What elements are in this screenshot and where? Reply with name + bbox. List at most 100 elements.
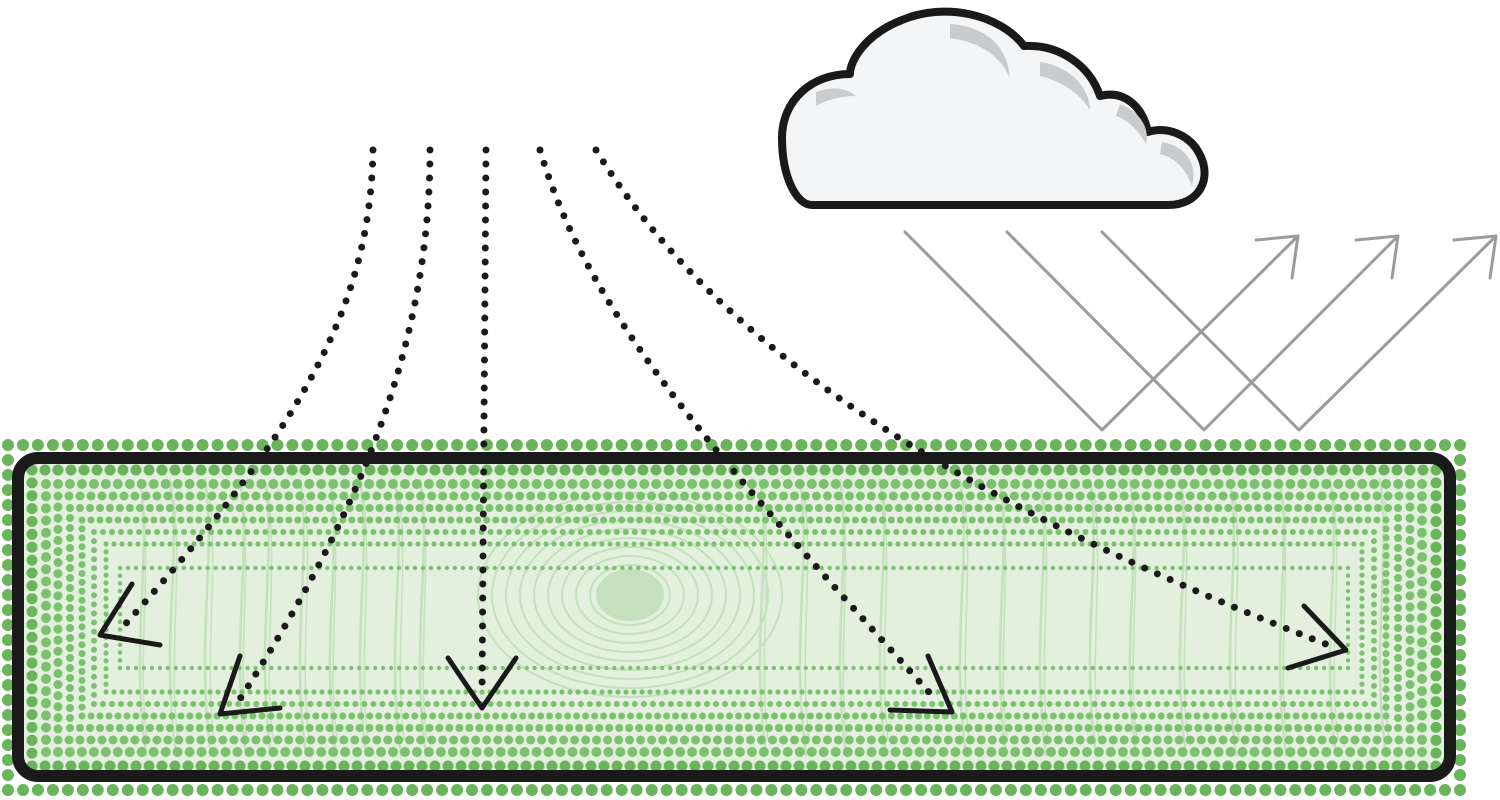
slab-dot — [41, 600, 51, 611]
slab-dot — [118, 701, 124, 707]
slab-dot — [1405, 713, 1415, 723]
slab-dot — [1169, 439, 1182, 451]
slab-dot — [1364, 712, 1372, 720]
slab-dot — [703, 689, 709, 695]
slab-dot — [832, 464, 844, 476]
slab-dot — [839, 541, 845, 547]
slab-dot — [519, 541, 525, 547]
slab-dot — [404, 665, 410, 671]
slab-dot — [1454, 574, 1466, 586]
reflection-arrow — [903, 230, 1300, 432]
slab-dot — [650, 464, 662, 476]
slab-dot — [455, 724, 464, 732]
slab-dot — [699, 516, 706, 524]
slab-dot — [237, 565, 242, 571]
slab-dot — [447, 541, 453, 547]
slab-dot — [1359, 564, 1365, 571]
slab-dot — [182, 760, 194, 772]
slab-dot — [423, 541, 429, 547]
slab-dot — [994, 565, 1000, 571]
slab-dot — [1345, 665, 1351, 671]
slab-dot — [366, 516, 374, 524]
slab-dot — [285, 516, 293, 524]
slab-dot — [702, 760, 714, 772]
slab-dot — [658, 491, 668, 501]
slab-dot — [2, 454, 14, 466]
slab-dot — [65, 760, 77, 772]
slab-dot — [1454, 754, 1466, 766]
slab-dot — [253, 665, 258, 671]
slab-dot — [111, 689, 117, 695]
slab-dot — [255, 724, 264, 732]
slab-dot — [428, 665, 434, 671]
slab-dot — [1018, 565, 1024, 571]
slab-dot — [884, 529, 891, 535]
slab-dot — [1361, 491, 1371, 501]
slab-dot — [303, 712, 311, 720]
slab-grain — [1128, 478, 1138, 757]
slab-dot — [1031, 491, 1041, 501]
slab-dot — [1345, 604, 1351, 609]
slab-dot — [136, 784, 149, 796]
slab-dot — [199, 541, 205, 547]
slab-dot — [1393, 747, 1404, 757]
slab-dot — [1382, 525, 1390, 533]
slab-dot — [867, 565, 872, 571]
slab-dot — [507, 479, 518, 489]
slab-dot — [207, 689, 213, 695]
slab-dot — [141, 735, 151, 745]
slab-dot — [339, 712, 347, 720]
slab-dot — [1201, 479, 1212, 489]
slab-dot — [546, 516, 554, 524]
slab-dot — [1207, 735, 1217, 745]
slab-dot — [276, 712, 284, 720]
slab-dot — [1261, 760, 1273, 772]
slab-dot — [1313, 565, 1319, 571]
slab-dot — [105, 504, 114, 512]
slab-dot — [596, 665, 601, 671]
slab-dot — [115, 504, 124, 512]
slab-dot — [152, 491, 162, 501]
slab-dot — [628, 665, 633, 671]
slab-dot — [507, 747, 518, 757]
slab-dot — [871, 541, 877, 547]
slab-dot — [1369, 479, 1380, 489]
slab-dot — [1094, 516, 1102, 524]
slab-dot — [1082, 529, 1089, 535]
slab-dot — [546, 464, 558, 476]
slab-dot — [645, 724, 654, 732]
slab-dot — [352, 529, 359, 535]
slab-dot — [702, 735, 711, 745]
slab-dot — [355, 724, 364, 732]
slab-dot — [504, 735, 514, 745]
slab-dot — [1371, 583, 1377, 590]
slab-dot — [1031, 689, 1037, 695]
slab-dot — [91, 464, 103, 476]
slab-dot — [135, 689, 141, 695]
slab-dot — [825, 784, 838, 796]
slab-dot — [1394, 504, 1402, 512]
slab-dot — [316, 701, 323, 707]
slab-dot — [1382, 516, 1390, 524]
slab-dot — [770, 479, 781, 489]
slab-dot — [1417, 734, 1427, 745]
slab-dot — [1244, 504, 1253, 512]
slab-dot — [1394, 514, 1402, 522]
slab-dot — [1119, 541, 1125, 547]
slab-dot — [26, 477, 38, 489]
slab-dot — [967, 541, 973, 547]
slab-dot — [78, 632, 86, 640]
slab-dot — [1235, 464, 1247, 476]
slab-dot — [195, 516, 203, 524]
slab-dot — [1229, 735, 1239, 745]
slab-dot — [934, 504, 943, 512]
slab-dot — [623, 541, 629, 547]
slab-grain — [1094, 499, 1100, 741]
slab-dot — [221, 760, 233, 772]
slab-dot — [103, 549, 109, 555]
slab-dot — [819, 665, 824, 671]
slab-dot — [427, 735, 437, 745]
slab-dot — [143, 464, 155, 476]
slab-dot — [393, 516, 401, 524]
slab-dot — [301, 565, 306, 571]
